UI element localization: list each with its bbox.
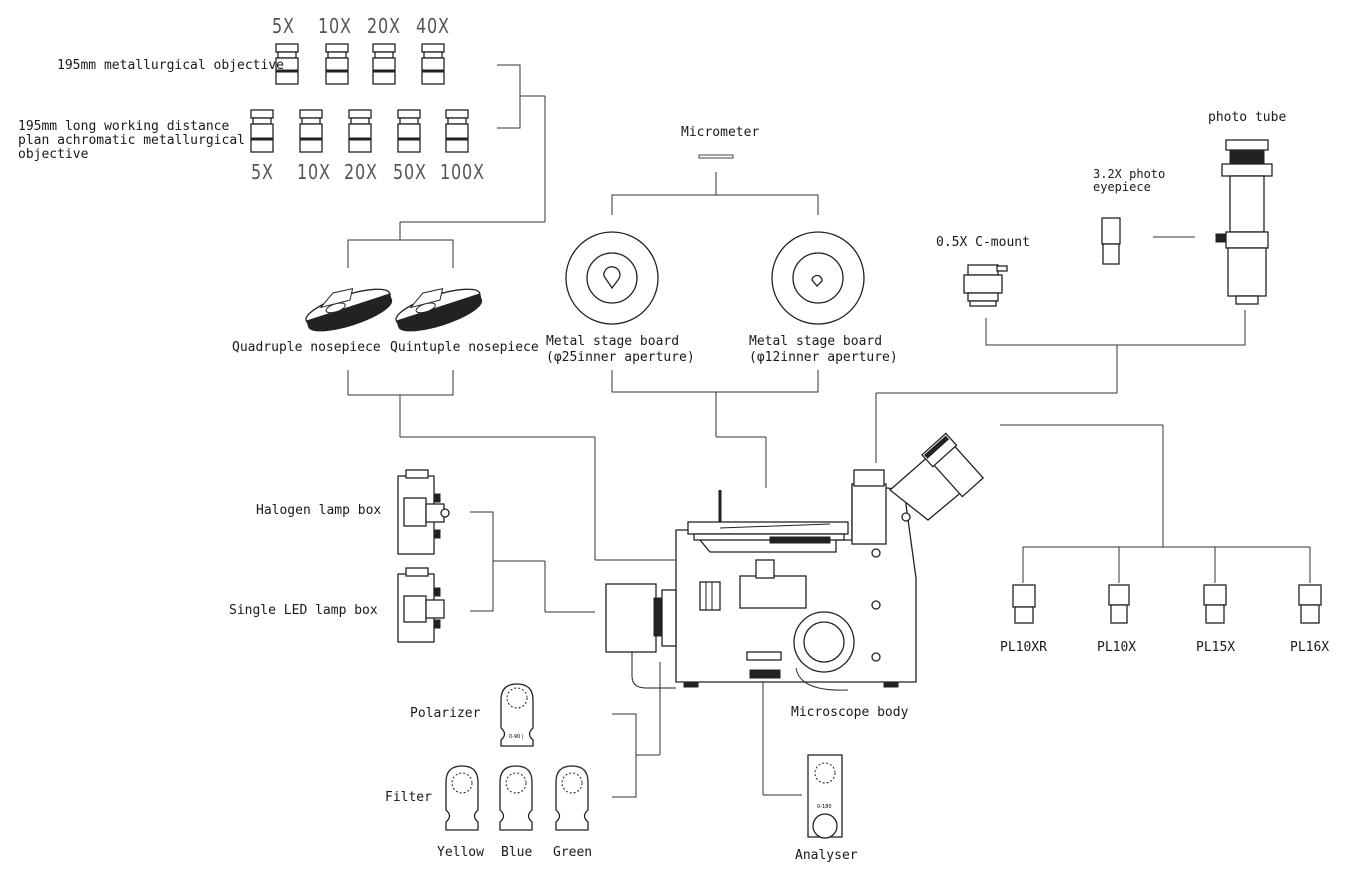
long-wd-objectives [250,109,469,153]
filter-yellow-slider [445,765,479,831]
obj-mag-40x: 40X [416,14,450,38]
obj-mag-10x: 10X [318,14,352,38]
polarizer-slider: 0-90 | [500,683,534,747]
micrometer-label: Micrometer [681,125,760,140]
halogen-lamp-image [397,469,450,555]
obj-mag-20x: 20X [367,14,401,38]
obj2-mag-100x: 100X [440,160,485,184]
analyser-slider: 0-180 [807,754,843,839]
eyepiece-pl15x-label: PL15X [1196,640,1236,655]
quintuple-nosepiece-label: Quintuple nosepiece [390,340,539,355]
filter-blue-label: Blue [501,845,533,860]
eyepiece-pl10xr-label: PL10XR [1000,640,1047,655]
obj2-mag-50x: 50X [393,160,427,184]
connector-lines [347,64,1311,798]
filter-yellow-label: Yellow [437,845,484,860]
stage-board-25-label: Metal stage board (φ25inner aperture) [546,334,695,365]
photo-eyepiece-image [1101,217,1121,265]
obj2-mag-10x: 10X [297,160,331,184]
quadruple-nosepiece-label: Quadruple nosepiece [232,340,381,355]
c-mount-image [963,264,1008,307]
analyser-label: Analyser [795,848,858,863]
filter-green-label: Green [553,845,593,860]
stage-board-12-image [771,231,865,325]
long-wd-objective-label: 195mm long working distance plan achroma… [18,119,245,162]
photo-tube-label: photo tube [1208,110,1287,125]
eyepieces-images [1012,584,1322,624]
polarizer-label: Polarizer [410,706,481,721]
metallurgical-objective-label: 195mm metallurgical objective [57,58,284,73]
svg-text:0-180: 0-180 [817,804,832,810]
stage-board-25-image [565,231,659,325]
micrometer-image [698,154,734,159]
filter-green-slider [555,765,589,831]
c-mount-label: 0.5X C-mount [936,235,1030,250]
led-lamp-image [397,567,445,643]
filter-blue-slider [499,765,533,831]
microscope-body-label: Microscope body [791,705,909,720]
photo-tube-image [1215,139,1273,305]
led-lamp-label: Single LED lamp box [229,603,378,618]
quadruple-nosepiece-image [305,288,393,332]
quintuple-nosepiece-image [395,288,483,332]
obj2-mag-20x: 20X [344,160,378,184]
microscope-body-image [605,432,985,691]
svg-text:0-90 |: 0-90 | [509,734,524,740]
stage-board-12-label: Metal stage board (φ12inner aperture) [749,334,898,365]
eyepiece-pl10x-label: PL10X [1097,640,1137,655]
halogen-lamp-label: Halogen lamp box [256,503,382,518]
filter-label: Filter [385,790,432,805]
obj2-mag-5x: 5X [251,160,274,184]
photo-eyepiece-label: 3.2X photo eyepiece [1093,167,1166,194]
metallurgical-objectives [275,43,445,85]
obj-mag-5x: 5X [272,14,295,38]
eyepiece-pl16x-label: PL16X [1290,640,1330,655]
